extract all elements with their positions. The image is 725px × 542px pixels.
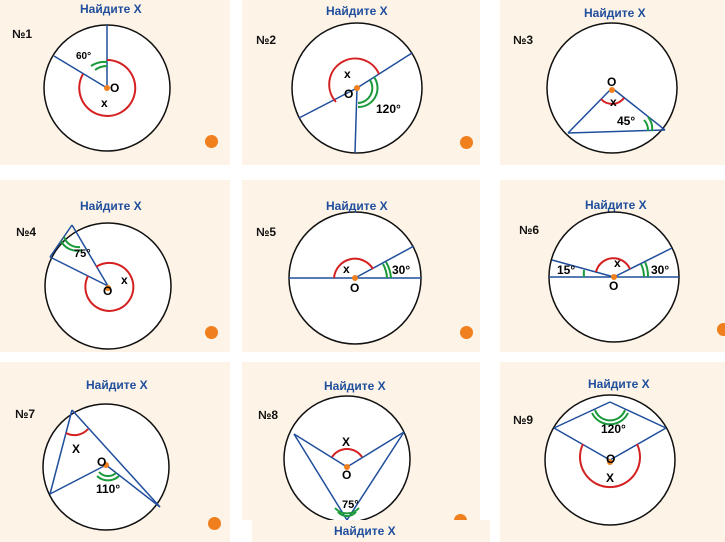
problem-number: №6 <box>519 223 540 237</box>
center-label: O <box>607 75 616 89</box>
geometry-figure-4: 75° O x <box>44 222 172 350</box>
card-title: Найдите Х <box>80 2 142 16</box>
problem-number: №9 <box>513 413 534 427</box>
angle-label: 30° <box>392 263 410 277</box>
orange-dot <box>460 136 473 149</box>
card-title: Найдите Х <box>86 378 148 392</box>
unknown-label: x <box>344 67 351 81</box>
angle-label-right: 30° <box>651 263 669 277</box>
problem-number: №5 <box>256 225 277 239</box>
center-label: O <box>350 281 359 295</box>
card-title: Найдите Х <box>334 524 396 538</box>
partial-card-strip: Найдите Х <box>252 520 490 542</box>
angle-label-left: 15° <box>557 263 575 277</box>
problem-card-4: 75° O x Найдите Х №4 <box>0 180 230 352</box>
angle-label: 75° <box>342 499 359 511</box>
angle-label: 110° <box>96 482 120 496</box>
geometry-figure-9: 120° O X <box>544 394 676 526</box>
angle-label: 120° <box>376 102 401 116</box>
geometry-figure-8: X O 75° <box>283 395 411 520</box>
geometry-figure-6: x 15° 30° O <box>548 211 680 343</box>
unknown-label: X <box>606 471 614 485</box>
problem-number: №3 <box>513 33 534 47</box>
card-title: Найдите Х <box>80 199 142 213</box>
orange-dot <box>460 326 473 339</box>
center-label: O <box>606 452 615 466</box>
problem-card-6: x 15° 30° O Найдите Х №6 <box>500 180 725 352</box>
problem-number: №1 <box>12 27 33 41</box>
geometry-figure-7: X O 110° <box>42 403 170 531</box>
problem-card-3: O x 45° Найдите Х №3 <box>500 0 725 165</box>
center-label: O <box>97 455 106 469</box>
unknown-label: x <box>101 96 108 110</box>
unknown-label: x <box>343 262 350 276</box>
angle-label: 120° <box>601 422 626 436</box>
problem-card-8: X O 75° Найдите Х №8 <box>242 362 480 520</box>
geometry-figure-2: x O 120° <box>291 22 423 154</box>
problem-number: №8 <box>258 408 279 422</box>
geometry-figure-3: O x 45° <box>546 22 678 154</box>
unknown-label: x <box>614 256 621 270</box>
card-title: Найдите Х <box>326 4 388 18</box>
unknown-label: x <box>610 95 617 109</box>
problem-number: №2 <box>256 33 277 47</box>
unknown-label: x <box>121 273 128 287</box>
card-title: Найдите Х <box>324 379 386 393</box>
orange-dot <box>717 323 725 336</box>
unknown-label: X <box>72 442 80 456</box>
center-label: O <box>103 284 112 298</box>
orange-dot <box>205 326 218 339</box>
unknown-label: X <box>342 435 350 449</box>
problem-card-5: x 30° O Найдите Х №5 <box>242 180 480 352</box>
card-title: Найдите Х <box>585 198 647 212</box>
angle-label: 45° <box>617 114 635 128</box>
card-title: Найдите Х <box>588 377 650 391</box>
orange-dot <box>454 514 467 520</box>
card-title: Найдите Х <box>584 6 646 20</box>
geometry-figure-1: 60° O x <box>43 24 171 152</box>
problem-card-2: x O 120° Найдите Х №2 <box>242 0 480 165</box>
problem-card-1: 60° O x Найдите Х №1 <box>0 0 230 165</box>
orange-dot <box>205 135 218 148</box>
geometry-figure-5: x 30° O <box>288 211 422 345</box>
angle-label: 75° <box>74 248 91 260</box>
center-label: O <box>609 279 618 293</box>
orange-dot <box>208 517 221 530</box>
problem-card-9: 120° O X Найдите Х №9 <box>500 362 725 542</box>
problem-number: №7 <box>15 407 36 421</box>
angle-label: 60° <box>76 51 91 62</box>
center-label: O <box>110 81 119 95</box>
problem-number: №4 <box>16 225 37 239</box>
center-label: O <box>342 468 351 482</box>
problem-card-7: X O 110° Найдите Х №7 <box>0 362 230 542</box>
center-label: O <box>344 87 353 101</box>
card-title: Найдите Х <box>326 199 388 213</box>
